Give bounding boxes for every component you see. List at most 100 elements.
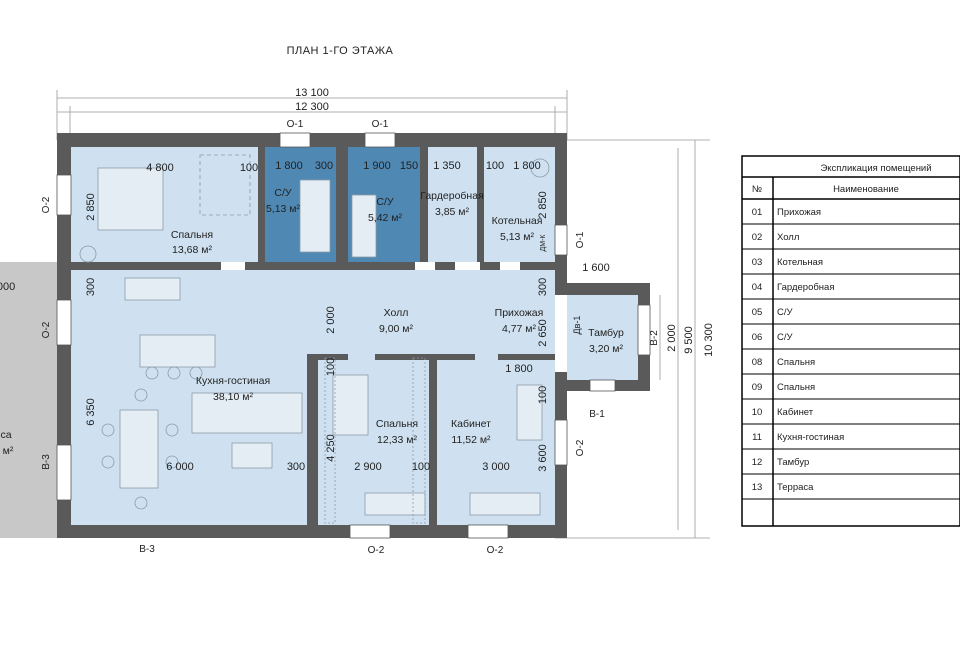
room-hall-name: Холл xyxy=(384,307,409,319)
room-bedroom2-area: 12,33 м² xyxy=(377,434,417,446)
room-entry-name: Прихожая xyxy=(495,307,544,319)
dim-corridor-right: 300 xyxy=(537,278,549,296)
terrace-area xyxy=(0,262,60,538)
dim-boiler-height: 2 850 xyxy=(537,191,549,219)
table-cell-number: 02 xyxy=(752,232,763,243)
dim-bath2-gap: 150 xyxy=(400,160,418,172)
furniture xyxy=(79,154,550,524)
dim-wardrobe-width: 1 350 xyxy=(433,160,461,172)
tag-window-o2-d: О-2 xyxy=(368,545,385,556)
table-header-no: № xyxy=(752,184,762,195)
dim-bedroom1-width: 4 800 xyxy=(146,162,174,174)
dim-overall-outer: 13 100 xyxy=(295,87,329,99)
room-bath2-area: 5,42 м² xyxy=(368,212,403,224)
table-cell-name: Холл xyxy=(777,232,799,243)
dim-study-top: 100 xyxy=(537,386,549,404)
interior-walls xyxy=(71,147,555,525)
room-hall-area: 9,00 м² xyxy=(379,323,414,335)
tag-door-b1: В-1 xyxy=(589,409,605,420)
dim-hall-1800: 1 800 xyxy=(505,363,533,375)
tag-window-o1-b: О-1 xyxy=(372,119,389,130)
dim-bath1-gap: 300 xyxy=(315,160,333,172)
dim-bath1-width: 1 800 xyxy=(275,160,303,172)
top-dimension-lines xyxy=(56,90,568,140)
room-terrace-area: м² xyxy=(3,445,14,457)
table-cell-number: 10 xyxy=(752,407,763,418)
table-cell-number: 12 xyxy=(752,457,763,468)
table-cell-number: 05 xyxy=(752,307,763,318)
room-vestibule-name: Тамбур xyxy=(588,327,624,339)
room-bath1-area: 5,13 м² xyxy=(266,203,301,215)
table-cell-number: 06 xyxy=(752,332,763,343)
dim-bedroom2-gap: 100 xyxy=(412,461,430,473)
room-terrace-name: са xyxy=(0,429,11,441)
table-row-lines xyxy=(742,223,960,500)
room-study-area: 11,52 м² xyxy=(451,434,491,446)
dim-right-outer: 10 300 xyxy=(703,323,715,357)
table-cell-name: Терраса xyxy=(777,482,814,493)
dim-vestibule-height: 2 000 xyxy=(666,324,678,352)
dim-hall-height: 2 000 xyxy=(325,306,337,334)
dim-vestibule-width: 1 600 xyxy=(582,262,610,274)
table-cell-name: Спальня xyxy=(777,357,815,368)
room-wardrobe-area: 3,85 м² xyxy=(435,206,470,218)
room-boiler-name: Котельная xyxy=(492,215,543,227)
plan-title: ПЛАН 1-ГО ЭТАЖА xyxy=(287,45,394,57)
room-entry-area: 4,77 м² xyxy=(502,323,537,335)
table-cell-name: Котельная xyxy=(777,257,823,268)
room-kitchen-name: Кухня-гостиная xyxy=(196,375,270,387)
table-cell-number: 03 xyxy=(752,257,763,268)
tag-window-o2-a: О-2 xyxy=(41,196,52,213)
table-cell-number: 09 xyxy=(752,382,763,393)
dim-bedroom2-height: 4 250 xyxy=(325,434,337,462)
table-cell-number: 04 xyxy=(752,282,763,293)
table-cell-name: Спальня xyxy=(777,382,815,393)
explication-table xyxy=(741,155,960,527)
tag-window-o2-b: О-2 xyxy=(41,321,52,338)
tag-door-b2: В-2 xyxy=(649,330,660,346)
table-header-name: Наименование xyxy=(833,184,899,195)
table-cell-number: 11 xyxy=(752,432,762,443)
tag-door-b3-a: В-3 xyxy=(41,454,52,470)
dim-kitchen-width: 6 000 xyxy=(166,461,194,473)
table-cell-number: 13 xyxy=(752,482,763,493)
dim-bedroom2-width: 2 900 xyxy=(354,461,382,473)
room-bath1-name: С/У xyxy=(274,187,292,199)
room-bedroom2-name: Спальня xyxy=(376,418,418,430)
table-cell-name: С/У xyxy=(777,332,794,343)
dim-hall-2650: 2 650 xyxy=(537,319,549,347)
dim-bedroom1-gap: 100 xyxy=(240,162,258,174)
room-kitchen-area: 38,10 м² xyxy=(213,391,253,403)
table-cell-number: 01 xyxy=(752,207,763,218)
table-cell-number: 08 xyxy=(752,357,763,368)
tag-dmk: ДМ-К xyxy=(540,234,547,252)
tag-window-o2-c: О-2 xyxy=(575,439,586,456)
tag-window-o1-c: О-1 xyxy=(575,231,586,248)
dim-terrace-left: 000 xyxy=(0,281,15,293)
room-bedroom1-name: Спальня xyxy=(171,229,213,241)
dim-kitchen-gap: 300 xyxy=(287,461,305,473)
table-cell-name: Кабинет xyxy=(777,407,814,418)
right-dimension-lines xyxy=(555,139,710,539)
dim-corridor-left: 300 xyxy=(85,278,97,296)
table-cell-name: Гардеробная xyxy=(777,282,834,293)
table-cell-name: С/У xyxy=(777,307,794,318)
room-bath2-name: С/У xyxy=(376,196,394,208)
table-title: Экспликация помещений xyxy=(820,163,931,174)
dim-bedroom2-top: 100 xyxy=(325,358,337,376)
dim-study-width: 3 000 xyxy=(482,461,510,473)
room-wardrobe-name: Гардеробная xyxy=(420,190,484,202)
room-boiler-area: 5,13 м² xyxy=(500,231,535,243)
tag-door-dv1: Дв-1 xyxy=(572,316,582,335)
dim-boiler-gap: 100 xyxy=(486,160,504,172)
dim-study-height: 3 600 xyxy=(537,444,549,472)
room-study-name: Кабинет xyxy=(451,418,491,430)
room-bedroom1-area: 13,68 м² xyxy=(172,244,212,256)
dim-overall-inner: 12 300 xyxy=(295,101,329,113)
windows xyxy=(56,132,651,539)
dim-kitchen-height: 6 350 xyxy=(85,398,97,426)
tag-window-o1-a: О-1 xyxy=(287,119,304,130)
